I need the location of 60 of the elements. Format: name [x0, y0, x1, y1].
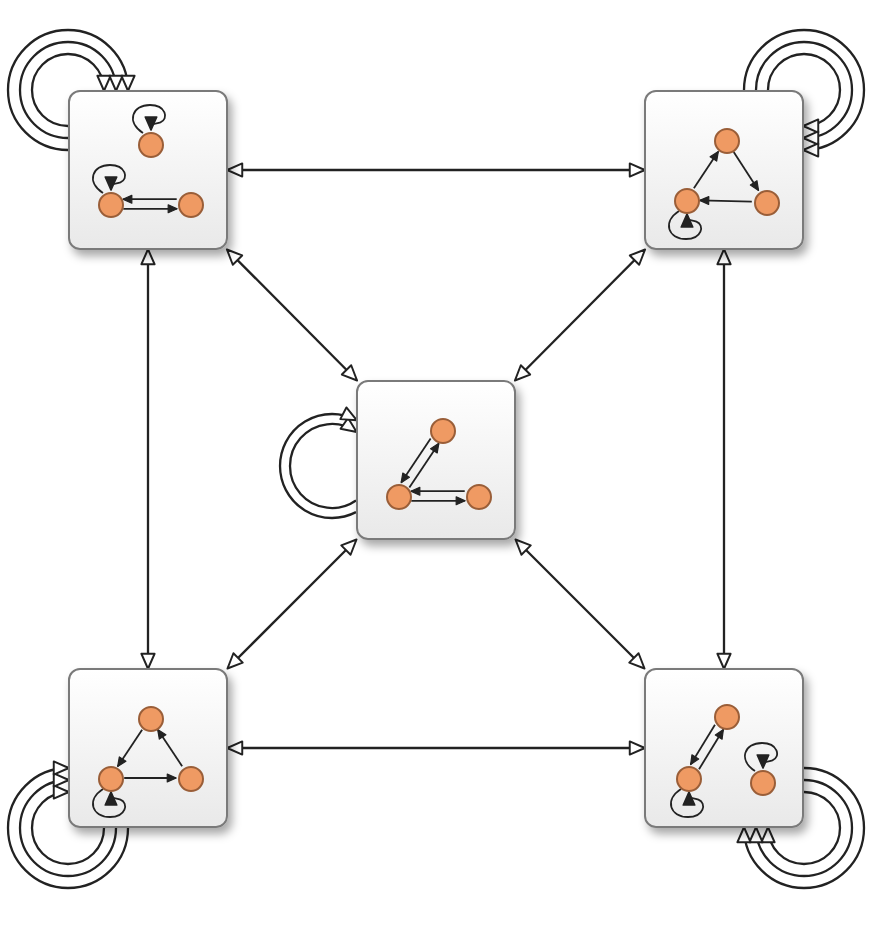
arrow [410, 486, 466, 496]
loop-arrow [749, 778, 854, 878]
graph-node [177, 765, 203, 791]
arrow [157, 728, 183, 768]
double-arrow [226, 538, 358, 670]
graph-node [429, 417, 455, 443]
loop-arrow [737, 766, 866, 890]
arrow [400, 437, 432, 484]
double-arrow [226, 740, 646, 756]
loop-arrow [6, 28, 135, 152]
double-arrow [514, 538, 646, 670]
graph-panel [356, 380, 516, 540]
double-arrow [225, 248, 359, 382]
graph-node [97, 765, 123, 791]
arrow [732, 151, 760, 191]
graph-node [749, 769, 775, 795]
arrow [116, 728, 143, 768]
arrow [699, 196, 753, 206]
loop-arrow [744, 742, 778, 772]
double-arrow [513, 248, 647, 382]
double-arrow [140, 248, 156, 670]
arrow [123, 773, 177, 783]
graph-node [753, 189, 779, 215]
loop-arrow [754, 40, 854, 145]
loop-arrow [92, 788, 126, 818]
graph-node [97, 191, 123, 217]
graph-node [713, 703, 739, 729]
double-arrow [716, 248, 732, 670]
loop-arrow [30, 52, 111, 128]
loop-arrow [761, 790, 842, 866]
graph-node [137, 131, 163, 157]
loop-arrow [6, 761, 130, 890]
arrow [698, 728, 725, 771]
loop-arrow [670, 788, 704, 818]
graph-node [675, 765, 701, 791]
arrow [689, 723, 716, 766]
loop-arrow [18, 773, 118, 878]
loop-arrow [132, 104, 166, 134]
loop-arrow [18, 40, 123, 140]
arrow [122, 194, 178, 204]
loop-arrow [92, 164, 126, 194]
graph-node [137, 705, 163, 731]
graph-panel [68, 668, 228, 828]
arrow [408, 442, 440, 489]
graph-panel [68, 90, 228, 250]
arrow [122, 204, 178, 214]
graph-node [465, 483, 491, 509]
double-arrow [226, 162, 646, 178]
arrow [410, 496, 466, 506]
loop-arrow [668, 210, 702, 240]
graph-node [673, 187, 699, 213]
loop-arrow [766, 52, 842, 133]
graph-node [177, 191, 203, 217]
loop-arrow [742, 28, 866, 157]
graph-panel [644, 90, 804, 250]
graph-node [713, 127, 739, 153]
loop-arrow [30, 785, 106, 866]
arrow [693, 150, 719, 190]
graph-panel [644, 668, 804, 828]
graph-node [385, 483, 411, 509]
